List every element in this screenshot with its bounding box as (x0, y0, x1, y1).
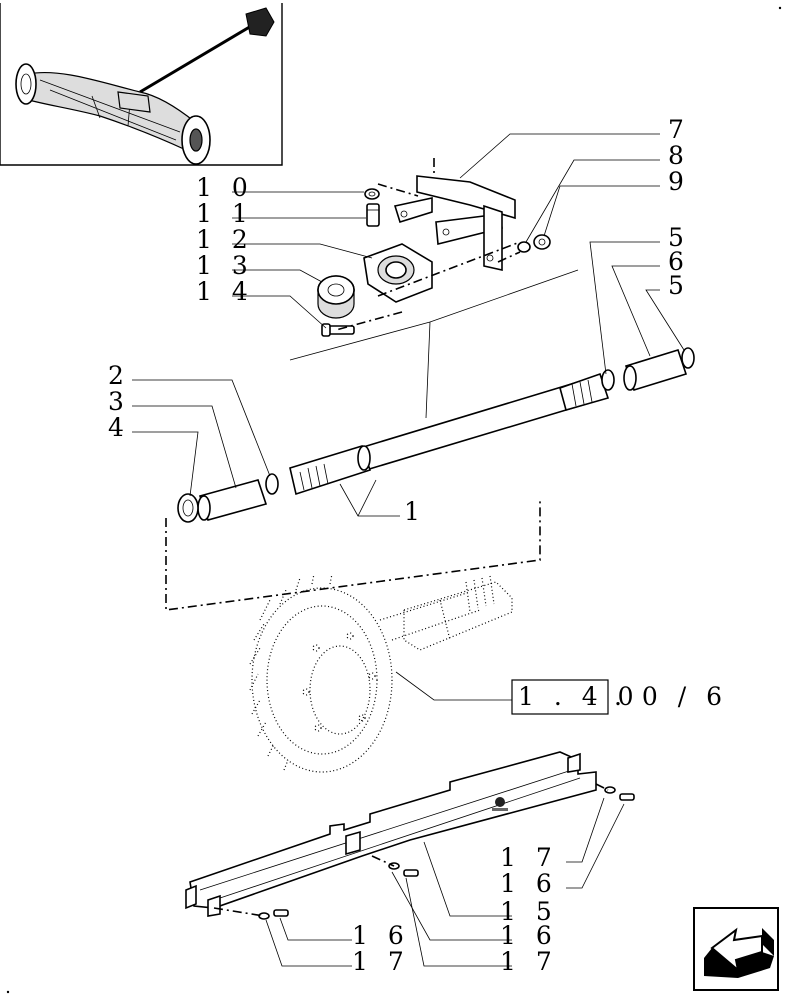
label-11: 1 1 (196, 199, 254, 228)
drive-shaft-1 (289, 372, 610, 496)
label-7: 7 (668, 115, 690, 144)
bracket-assembly-lines (335, 158, 521, 331)
label-12: 1 2 (196, 225, 254, 254)
label-9: 9 (668, 167, 690, 196)
page-reference[interactable]: 1 . 4 0 . 0 / 6 (511, 679, 728, 715)
axle-assembly-icon (15, 7, 275, 165)
snap-ring-5a (601, 369, 615, 391)
guard-plate-15 (185, 751, 597, 917)
gear-reference-leader (395, 671, 512, 701)
plate-assembly-lines (213, 783, 609, 917)
sleeve-3 (197, 479, 268, 521)
label-15: 1 5 (500, 897, 558, 926)
ring-gear (249, 573, 393, 773)
label-17-left: 1 7 (352, 947, 410, 976)
corner-mark-bottom (6, 990, 10, 994)
label-5-bottom: 5 (668, 271, 690, 300)
flange-support-12 (363, 243, 433, 303)
screws-17 (273, 793, 635, 917)
pinion-gear (379, 575, 513, 651)
nut-9 (533, 234, 551, 250)
sleeve-6 (623, 349, 688, 391)
bracket-to-shaft-leader (289, 269, 579, 419)
label-17-middle: 1 7 (500, 947, 558, 976)
label-14: 1 4 (196, 277, 254, 306)
seal-ring-4 (177, 493, 199, 523)
reference-box-text: 1 . 4 0 (518, 682, 640, 711)
label-16-left: 1 6 (352, 921, 410, 950)
label-8: 8 (668, 141, 690, 170)
bearing-13 (317, 275, 355, 319)
inset-frame (0, 3, 283, 166)
brand-logo-icon (492, 797, 508, 811)
snap-ring-2 (265, 473, 279, 495)
label-17-right: 1 7 (500, 843, 558, 872)
screw-11 (366, 203, 380, 227)
label-1: 1 (404, 497, 426, 526)
label-4: 4 (108, 413, 130, 442)
bolt-14 (321, 323, 355, 337)
callout-leaders (132, 133, 685, 967)
label-16-right: 1 6 (500, 869, 558, 898)
label-10: 1 0 (196, 173, 254, 202)
label-13: 1 3 (196, 251, 254, 280)
snap-ring-5b (681, 347, 695, 369)
next-page-arrow-icon[interactable] (693, 907, 779, 991)
washer-10 (364, 188, 380, 200)
pinion-reference-box (165, 500, 541, 611)
washer-8 (517, 241, 531, 253)
corner-mark-top (778, 6, 782, 10)
reference-suffix-text: . 0 / 6 (614, 682, 728, 711)
label-16-middle: 1 6 (500, 921, 558, 950)
label-5-top: 5 (668, 223, 690, 252)
label-3: 3 (108, 387, 130, 416)
label-2: 2 (108, 361, 130, 390)
callout-labels: 1 0 1 1 1 2 1 3 1 4 7 8 9 5 6 5 2 3 4 1 … (108, 115, 690, 976)
label-6: 6 (668, 247, 690, 276)
